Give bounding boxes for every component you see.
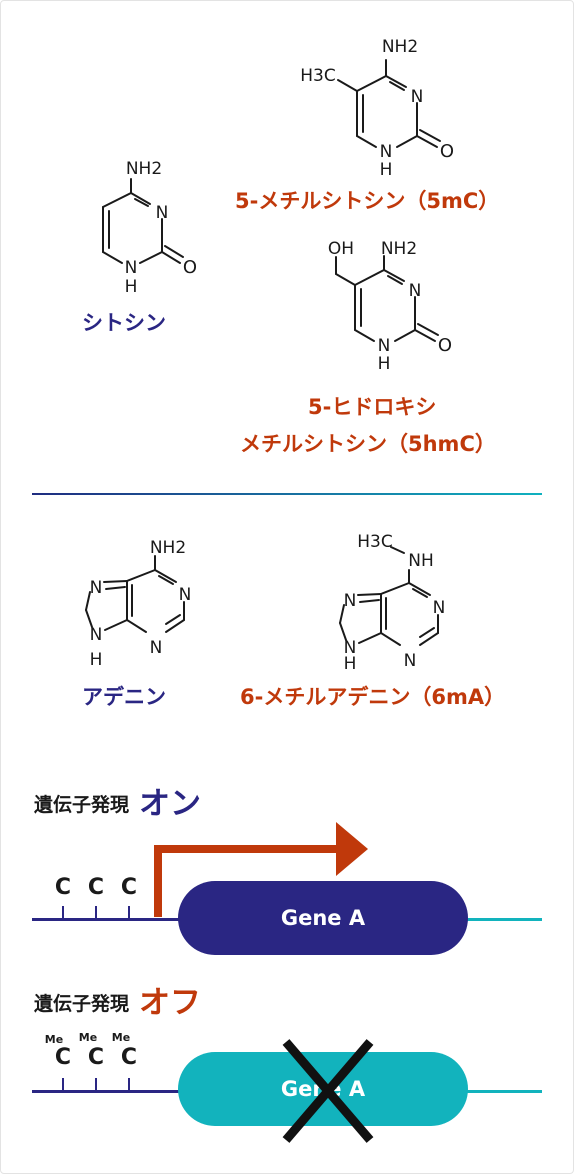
svg-text:N: N [179,585,192,605]
svg-text:H: H [90,650,103,670]
methylated-cytosine-base: C [87,1045,105,1070]
5mc-label: 5-メチルシトシン（5mC） [235,189,500,213]
dna-strand-right-off [466,1090,542,1093]
expression-heading-text: 遺伝子発現 [34,794,130,816]
svg-text:NH2: NH2 [381,239,417,259]
gene-a-active: Gene A [178,881,468,955]
svg-text:N: N [409,281,422,301]
dna-strand-left-off [32,1090,182,1093]
svg-text:N: N [411,87,424,107]
transcription-arrow-icon [154,822,368,917]
svg-text:N: N [125,258,138,278]
cytosine-structure: NH2 N O N H [102,159,197,297]
svg-text:O: O [438,335,452,356]
expression-heading-text: 遺伝子発現 [34,993,130,1015]
cytosine-base: C [87,875,105,900]
svg-text:OH: OH [328,239,354,259]
expression-off-heading: 遺伝子発現オフ [34,977,201,1022]
base-tick [62,906,64,918]
cytosine-base: C [54,875,72,900]
svg-text:N: N [150,638,163,658]
methylated-cytosine-base: C [120,1045,138,1070]
svg-text:H3C: H3C [357,532,392,552]
methyl-mark: Me [78,1031,98,1044]
methyl-mark: Me [111,1031,131,1044]
svg-text:NH2: NH2 [382,37,418,57]
section-divider [32,493,542,495]
5hmc-label-line1: 5-ヒドロキシ [308,395,437,419]
expression-state-off: オフ [139,985,202,1021]
5hmc-structure: OH NH2 N O N H [328,239,452,374]
svg-text:H3C: H3C [300,66,335,86]
cross-icon [282,1039,374,1143]
cytosine-label: シトシン [82,311,166,335]
base-tick [95,906,97,918]
svg-text:H: H [125,277,138,297]
base-tick [62,1078,64,1090]
adenine-structure: NH2 N N N N H [85,538,192,670]
svg-text:N: N [156,203,169,223]
6ma-label: 6-メチルアデニン（6mA） [240,685,506,709]
cytosine-base: C [120,875,138,900]
methyl-mark: Me [44,1033,64,1046]
svg-text:NH2: NH2 [150,538,186,558]
svg-text:H: H [344,654,357,674]
base-tick [128,1078,130,1090]
svg-text:N: N [344,638,357,658]
svg-text:N: N [380,142,393,162]
svg-text:NH2: NH2 [126,159,162,179]
dna-strand-left-on [32,918,182,921]
svg-text:H: H [380,160,393,180]
expression-state-on: オン [139,786,202,822]
svg-text:NH: NH [408,551,434,571]
svg-text:O: O [440,141,454,162]
dna-strand-right-on [466,918,542,921]
6ma-structure: H3C NH N N N N H [339,532,446,674]
svg-text:N: N [344,591,357,611]
base-tick [128,906,130,918]
svg-text:N: N [90,578,103,598]
5mc-structure: NH2 H3C N O N H [300,37,454,180]
svg-text:H: H [378,354,391,374]
base-tick [95,1078,97,1090]
svg-text:N: N [90,625,103,645]
svg-text:N: N [433,598,446,618]
svg-text:N: N [404,651,417,671]
adenine-label: アデニン [82,685,166,709]
svg-text:N: N [378,336,391,356]
svg-text:O: O [183,257,197,278]
methylated-cytosine-base: C [54,1045,72,1070]
expression-on-heading: 遺伝子発現オン [34,778,201,823]
5hmc-label-line2: メチルシトシン（5hmC） [240,432,496,456]
